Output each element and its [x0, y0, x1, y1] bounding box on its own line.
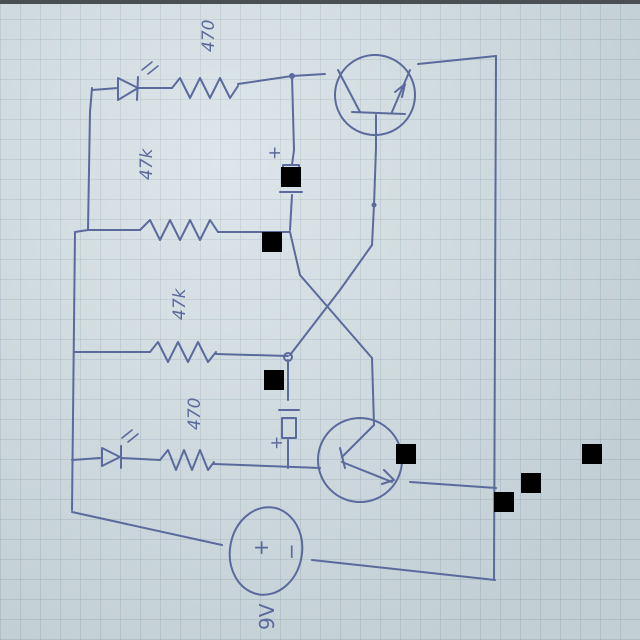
battery-9v — [228, 506, 304, 596]
battery-positive-lead — [311, 559, 496, 581]
redaction-box — [521, 473, 541, 493]
battery-voltage-label: 9V — [255, 603, 279, 630]
bottom-led-left-wire — [71, 457, 101, 461]
top-capacitor-vertical-wire — [291, 75, 295, 166]
top-base-to-cross-wire — [371, 147, 377, 246]
top-base-node — [371, 202, 377, 208]
cross-wire-a — [289, 231, 373, 359]
battery-minus-sign: − — [279, 543, 303, 560]
cross-wire-b — [289, 244, 373, 356]
bottom-cap-plus-sign: + — [267, 436, 287, 450]
battery-plus-sign: + — [249, 539, 273, 556]
top-47k-label: 47k — [137, 147, 157, 180]
redaction-box — [264, 370, 284, 390]
redaction-box — [582, 444, 602, 464]
top-led-left-wire — [91, 87, 119, 91]
bottom-transistor-collector-lead — [371, 357, 375, 426]
bottom-470-resistor — [159, 449, 215, 471]
bottom-transistor — [317, 417, 403, 503]
redaction-box — [262, 232, 282, 252]
top-cap-plus-sign: + — [265, 146, 285, 160]
bottom-47k-resistor — [149, 341, 217, 363]
top-47k-resistor — [139, 219, 219, 241]
top-cap-to-node-wire — [289, 194, 293, 231]
top-resistor-to-node-wire — [237, 73, 326, 85]
bottom-resistor-label: 470 — [185, 398, 205, 430]
left-rail-wire — [71, 87, 93, 511]
top-transistor — [334, 54, 416, 136]
bottom-47k-label: 47k — [170, 287, 190, 320]
bottom-emitter-to-rail — [409, 481, 497, 489]
redaction-box — [281, 167, 301, 187]
redaction-box — [494, 492, 514, 512]
battery-negative-lead — [71, 511, 223, 546]
top-resistor-label: 470 — [199, 20, 219, 52]
redaction-box — [396, 444, 416, 464]
bottom-led — [101, 429, 139, 469]
bottom-resistor-to-collector-wire — [213, 463, 321, 469]
top-led — [117, 61, 159, 101]
bottom-47k-right-wire — [215, 353, 289, 357]
top-collector-to-rail — [417, 55, 497, 65]
bottom-led-to-resistor-wire — [120, 457, 161, 461]
paper-top-edge — [0, 0, 640, 4]
top-470-resistor — [171, 77, 239, 99]
bottom-electrolytic-capacitor — [278, 409, 300, 439]
